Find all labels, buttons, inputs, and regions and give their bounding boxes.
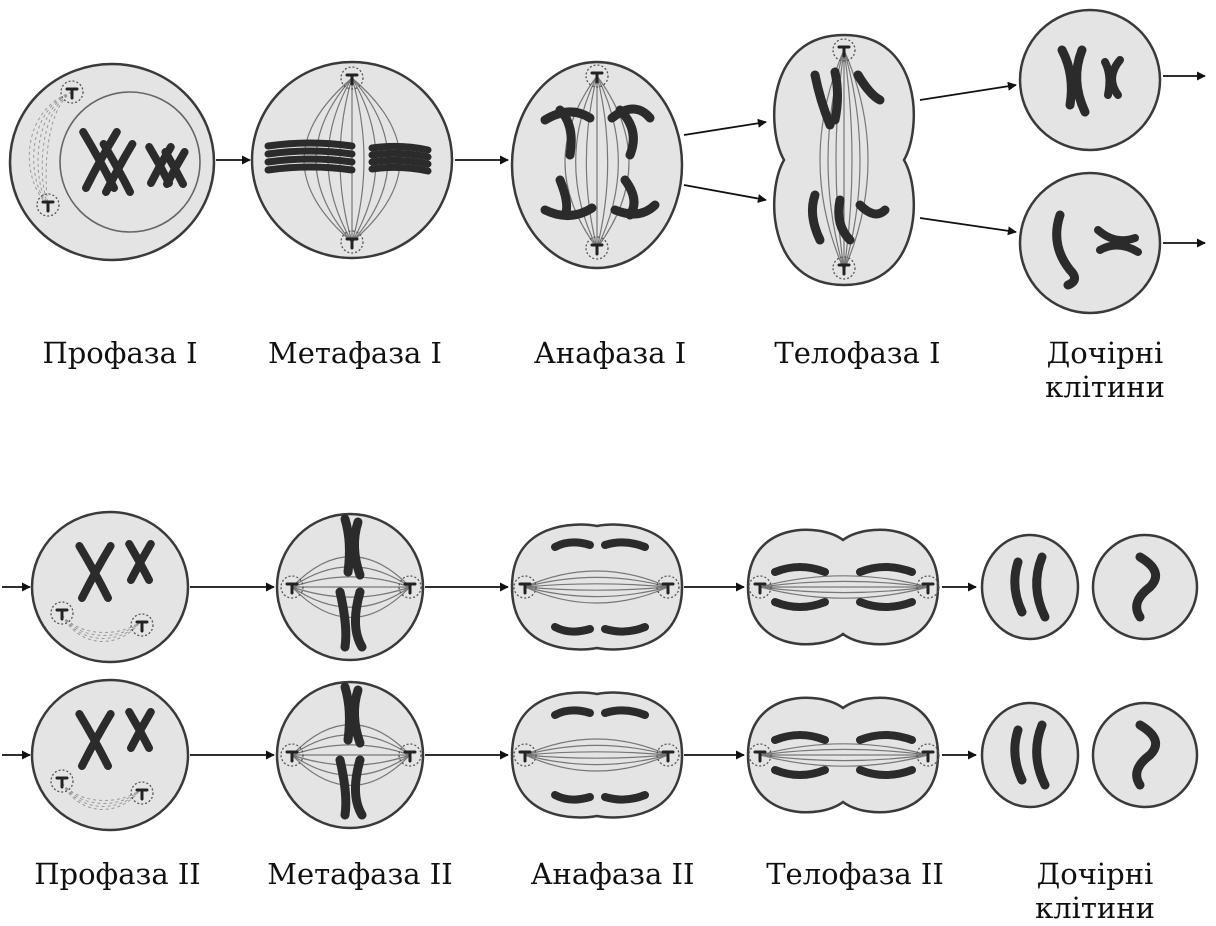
arrow-6 xyxy=(920,218,1016,232)
cell-daughter-1a xyxy=(1020,10,1160,150)
label-metaphase-2: Метафаза II xyxy=(250,857,470,891)
cell-daughter-2-2b xyxy=(1093,703,1197,807)
arrow-4 xyxy=(684,185,766,200)
cell-prophase-2-2 xyxy=(32,680,188,830)
cell-telophase-1 xyxy=(774,35,914,285)
label-anaphase-2: Анафаза II xyxy=(510,857,715,891)
cell-anaphase-2-1 xyxy=(512,525,682,650)
label-prophase-1: Профаза I xyxy=(20,336,220,370)
label-daughter-cells-1: Дочірні клітини xyxy=(1020,336,1190,404)
cell-prophase-1 xyxy=(10,64,214,260)
cell-prophase-2-1 xyxy=(32,512,188,662)
arrow-3 xyxy=(684,122,766,135)
cell-metaphase-2-1 xyxy=(277,514,423,660)
cell-daughter-1b xyxy=(1020,173,1160,313)
arrow-5 xyxy=(920,85,1016,100)
label-telophase-2: Телофаза II xyxy=(745,857,965,891)
cell-daughter-2-1a xyxy=(982,535,1078,639)
label-daughter-cells-2: Дочірні клітини xyxy=(1010,857,1180,925)
cell-daughter-2-2a xyxy=(982,703,1078,807)
cell-metaphase-2-2 xyxy=(277,682,423,828)
cell-telophase-2-2 xyxy=(748,698,939,813)
cell-daughter-2-1b xyxy=(1093,535,1197,639)
label-metaphase-1: Метафаза I xyxy=(250,336,460,370)
label-prophase-2: Профаза II xyxy=(10,857,225,891)
cell-telophase-2-1 xyxy=(748,530,939,645)
cell-anaphase-1 xyxy=(512,62,682,268)
cell-anaphase-2-2 xyxy=(512,693,682,818)
label-anaphase-1: Анафаза I xyxy=(515,336,705,370)
label-telophase-1: Телофаза I xyxy=(750,336,965,370)
cell-metaphase-1 xyxy=(252,62,452,258)
